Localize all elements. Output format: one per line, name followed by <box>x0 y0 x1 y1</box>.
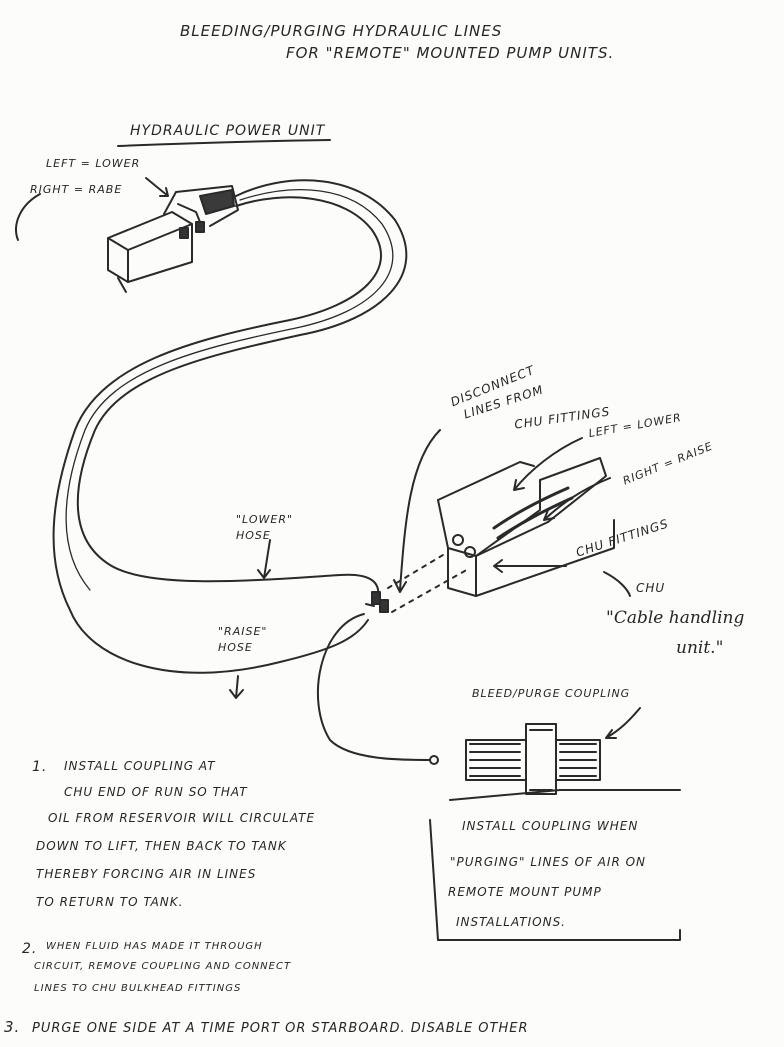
chu-fullname-line-1: "Cable handling <box>606 610 744 627</box>
title-line-1: Bleeding/Purging hydraulic lines <box>180 24 502 39</box>
hydraulic-power-unit-box <box>108 186 238 292</box>
hose-inner-line <box>66 190 393 590</box>
step-2-line-2: circuit, remove coupling and connect <box>34 962 291 972</box>
coupling-label-arrow <box>606 708 640 738</box>
step-1-line-1: Install coupling at <box>64 760 216 772</box>
bleed-purge-coupling-drawing <box>466 724 600 794</box>
note-line-3: Remote mount pump <box>448 886 602 898</box>
step-2-line-1: When fluid has made it through <box>46 942 263 952</box>
note-line-1: Install coupling when <box>462 820 638 832</box>
step-2-number: 2. <box>22 942 37 956</box>
coupling-feedback-end <box>430 756 438 764</box>
raise-hose-line <box>54 197 381 672</box>
hpu-heading: Hydraulic Power Unit <box>130 124 325 138</box>
coupling-feedback-line <box>318 614 430 760</box>
step-1-line-3: oil from reservoir will circulate <box>48 812 315 824</box>
step-1-line-5: thereby forcing air in lines <box>36 868 256 880</box>
hpu-left-label: Left = Lower <box>46 158 140 169</box>
chu-name-arrow <box>604 572 630 596</box>
note-line-2: "Purging" lines of air on <box>450 856 646 868</box>
chu-fittings-arrow <box>494 560 566 572</box>
step-2-line-3: lines to CHU bulkhead fittings <box>34 984 241 994</box>
hpu-label-bracket <box>16 194 40 240</box>
coupling-label: Bleed/Purge coupling <box>472 688 630 699</box>
step-1-number: 1. <box>32 760 47 774</box>
step-1-line-2: CHU end of run so that <box>64 786 248 798</box>
hpu-right-arrow <box>146 178 168 196</box>
step-3-number: 3. <box>4 1020 20 1035</box>
chu-name-label: CHU <box>636 582 665 594</box>
disconnect-arrow <box>394 430 440 592</box>
hpu-heading-underline <box>118 140 330 146</box>
raise-hose-arrow <box>230 676 243 698</box>
raise-hose-label: "Raise" hose <box>218 624 278 656</box>
lower-hose-label: "Lower" hose <box>236 512 296 544</box>
chu-fullname-line-2: unit." <box>676 640 723 657</box>
title-line-2: For "Remote" mounted pump units. <box>286 46 614 61</box>
chu-block <box>438 458 614 596</box>
note-line-4: installations. <box>456 916 566 928</box>
step-1-line-4: down to lift, then back to tank <box>36 840 287 852</box>
hose-end-fittings <box>366 592 388 612</box>
step-3-line-1: Purge one side at a time port or starboa… <box>32 1022 528 1035</box>
dotted-line-upper <box>388 552 448 588</box>
hpu-right-label: Right = Rabe <box>30 184 122 195</box>
lower-hose-arrow <box>258 540 270 578</box>
step-1-line-6: to return to tank. <box>36 896 183 908</box>
